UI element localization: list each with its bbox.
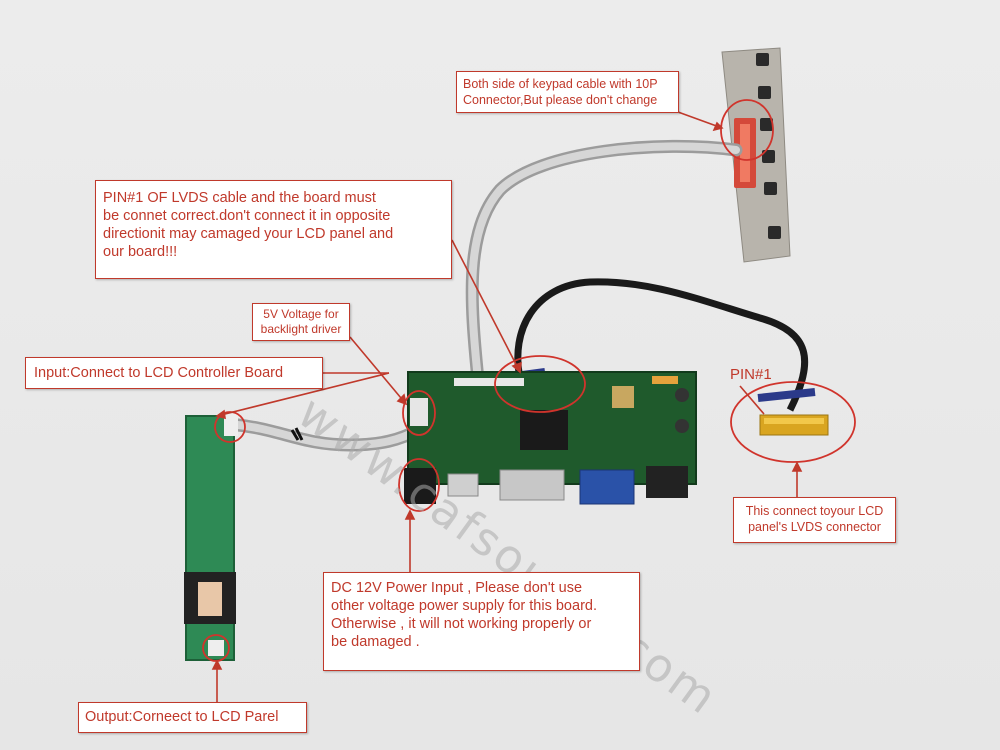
note-line: PIN#1 OF LVDS cable and the board must bbox=[103, 190, 376, 206]
controller-board bbox=[404, 371, 697, 505]
cable-tie bbox=[290, 427, 304, 441]
leader-lines bbox=[211, 111, 803, 702]
note-line: other voltage power supply for this boar… bbox=[331, 598, 597, 614]
note-line: DC 12V Power Input , Please don't use bbox=[331, 580, 583, 596]
output-note: Output:Corneect to LCD Parel bbox=[78, 702, 307, 733]
note-line: Both side of keypad cable with 10P bbox=[463, 77, 658, 91]
pin1-label: PIN#1 bbox=[730, 366, 772, 383]
note-line: Connector,But please don't change bbox=[463, 93, 658, 107]
note-line: our board!!! bbox=[103, 244, 178, 260]
note-line: Output:Corneect to LCD Parel bbox=[85, 709, 279, 725]
note-line: be damaged . bbox=[331, 634, 420, 650]
note-line: This connect toyour LCD bbox=[745, 504, 884, 518]
lvds-panel-connector bbox=[759, 414, 829, 436]
backlight-voltage-note: 5V Voltage for backlight driver bbox=[252, 303, 350, 341]
note-line: Input:Connect to LCD Controller Board bbox=[34, 365, 284, 381]
note-line: Otherwise , it will not working properly… bbox=[331, 616, 592, 632]
keypad-cable-note: Both side of keypad cable with 10P Conne… bbox=[456, 71, 679, 113]
note-line: directionit may camaged your LCD panel a… bbox=[103, 226, 394, 242]
ribbon-cables bbox=[221, 139, 743, 452]
note-line: backlight driver bbox=[260, 322, 342, 336]
input-note: Input:Connect to LCD Controller Board bbox=[25, 357, 323, 389]
dc-power-note: DC 12V Power Input , Please don't use ot… bbox=[323, 572, 640, 671]
lvds-connector-note: This connect toyour LCD panel's LVDS con… bbox=[733, 497, 896, 543]
note-line: 5V Voltage for bbox=[263, 307, 339, 321]
inverter-board bbox=[184, 414, 238, 661]
highlight-circles bbox=[202, 99, 856, 662]
note-line: panel's LVDS connector bbox=[748, 520, 881, 534]
note-line: be connet correct.don't connect it in op… bbox=[103, 208, 391, 224]
pin1-warning-note: PIN#1 OF LVDS cable and the board must b… bbox=[95, 180, 452, 279]
